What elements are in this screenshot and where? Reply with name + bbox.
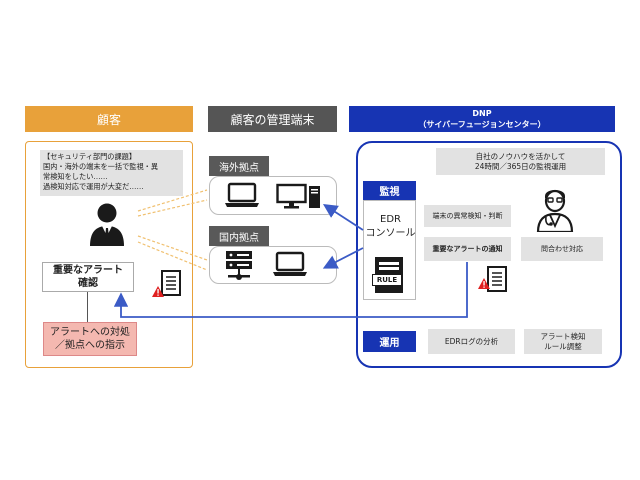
dnp-header: DNP （サイバーフュージョンセンター） <box>349 106 615 132</box>
issue-line: 国内・海外の端末を一括で監視・異 <box>43 162 159 171</box>
edr-line1: EDR <box>380 214 401 225</box>
overseas-site-label: 海外拠点 <box>209 156 269 176</box>
server-icon <box>226 251 252 280</box>
anomaly-box: 端末の異常検知・判断 <box>424 205 511 227</box>
report-alert-icon <box>152 270 181 297</box>
dnp-header-line2: （サイバーフュージョンセンター） <box>418 120 546 129</box>
rule-adjust-line1: アラート検知 <box>540 331 586 341</box>
instruction-line1: アラートへの対処 <box>50 327 130 338</box>
instruction-box: アラートへの対処 ／拠点への指示 <box>43 322 137 356</box>
issue-box: 【セキュリティ部門の課題】 国内・海外の端末を一括で監視・異 常検知をしたい……… <box>40 150 183 196</box>
connector-line <box>87 292 88 322</box>
customer-header: 顧客 <box>25 106 193 132</box>
person-icon <box>90 203 124 246</box>
terminals-header: 顧客の管理端末 <box>208 106 337 132</box>
issue-line: 過検知対応で運用が大変だ…… <box>43 182 144 191</box>
operation-label: 運用 <box>363 331 416 352</box>
knowhow-line2: 24時間／365日の監視運用 <box>474 161 567 171</box>
alert-confirm-line1: 重要なアラート <box>53 265 123 276</box>
rule-adjust-box: アラート検知 ルール調整 <box>524 329 602 354</box>
issue-line: 常検知をしたい…… <box>43 172 108 181</box>
laptop-icon <box>225 182 259 207</box>
instruction-line2: ／拠点への指示 <box>55 340 125 351</box>
edr-console-box: EDR コンソール RULE <box>363 200 416 300</box>
dnp-header-line1: DNP <box>472 109 492 118</box>
knowhow-box: 自社のノウハウを活かして 24時間／365日の監視運用 <box>436 148 605 175</box>
knowhow-line1: 自社のノウハウを活かして <box>475 151 566 161</box>
alert-confirm-box: 重要なアラート 確認 <box>42 262 134 292</box>
issue-line: 【セキュリティ部門の課題】 <box>43 152 137 161</box>
alert-confirm-line2: 確認 <box>78 278 98 289</box>
inquiry-box: 問合わせ対応 <box>521 237 603 261</box>
rule-adjust-line2: ルール調整 <box>544 341 582 351</box>
log-analysis-box: EDRログの分析 <box>428 329 515 354</box>
desktop-icon <box>276 183 320 209</box>
doctor-icon <box>536 189 574 232</box>
monitoring-label: 監視 <box>363 181 416 200</box>
domestic-site-label: 国内拠点 <box>209 226 269 246</box>
rule-badge: RULE <box>372 274 402 286</box>
edr-line2: コンソール <box>365 228 416 239</box>
customer-header-label: 顧客 <box>96 112 121 127</box>
report-alert-icon <box>478 266 507 292</box>
notify-box: 重要なアラートの通知 <box>424 237 511 261</box>
rule-document-icon: RULE <box>372 257 403 293</box>
laptop-icon <box>273 251 307 276</box>
terminals-header-label: 顧客の管理端末 <box>230 112 315 127</box>
